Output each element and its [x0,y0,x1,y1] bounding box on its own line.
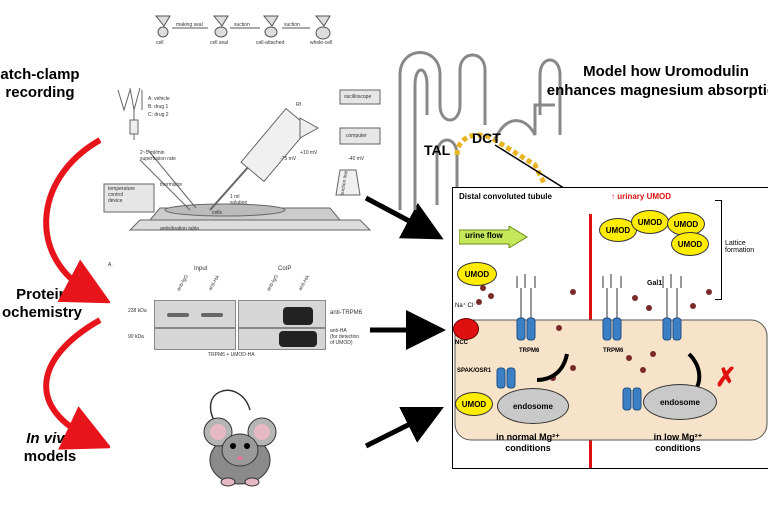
umod-label: UMOD [673,219,699,229]
umod-label: UMOD [637,217,663,227]
in-vivo-models: models [23,448,77,465]
umod-oval-left: UMOD [457,262,497,286]
urine-flow-label: urine flow [465,231,503,240]
label-dct: DCT [472,130,501,146]
mw-90: 90 kDa [128,334,144,340]
patch-clamp-label: atch-clamp recording [0,66,80,101]
lane-2: anti-HA [207,274,222,292]
arrow-patch-to-model [364,195,444,240]
voltage-1: +10 mV [300,150,318,156]
oscilloscope-label: oscilloscope [344,94,372,100]
normal-caption-line-1: in normal Mg²⁺ [496,432,560,442]
drug-a: A: vehicle [148,96,170,102]
step-cell-attached: cell-attached [256,40,285,46]
blot-coip-top [238,300,326,328]
antivibration-table: antivibration table [160,226,200,232]
blot-input-top [154,300,236,328]
ncc-label: NCC [455,340,468,346]
blot-footer: TRPM6 + UMOD-HA [208,352,255,358]
umod-label: UMOD [677,239,703,249]
computer-label: computer [346,133,367,139]
urinary-umod-label: ↑ urinary UMOD [611,192,672,201]
drug-c: C: drug 2 [148,112,169,118]
voltage-2: -75 mV [280,156,297,162]
label-anti-trpm6: anti-TRPM6 [330,310,363,316]
panel-letter: A. [108,262,113,268]
na-cl-label: Na⁺ Cl⁻ [455,303,477,309]
protein-biochemistry-label: Protein ochemistry [1,286,83,321]
rf-label: Rf [296,102,301,108]
trpm6-label-left: TRPM6 [519,348,540,354]
endosome-left: endosome [497,388,569,424]
curved-arrow-1 [43,137,110,304]
cells-label: cells [212,210,223,216]
temperature-device: temperature control device [108,186,135,204]
umod-label: UMOD [605,225,631,235]
solution-label: 1 ml solution [230,194,248,206]
perfusion-rate: 2~5 ml/min superfusion rate [140,150,176,162]
workflow-arrows [43,137,110,450]
lane-4: anti-HA [297,274,312,292]
umod-oval-right-4: UMOD [671,232,709,256]
normal-mg-caption: in normal Mg²⁺ conditions [473,432,583,454]
lattice-label: Lattice formation [725,240,755,254]
umod-oval-intracellular: UMOD [455,392,493,416]
model-title-line-2: enhances magnesium absorption [546,82,768,99]
low-caption-line-2: conditions [655,443,701,453]
coip-label: CoIP [278,266,292,272]
nephron-diagram [398,51,576,210]
umod-oval-right-2: UMOD [631,210,669,234]
patch-setup-diagram: A: vehicle B: drug 1 C: drug 2 2~5 ml/mi… [100,80,390,240]
lattice-bracket [715,200,722,300]
endosome-label-left: endosome [512,401,553,411]
trpm6-label-right: TRPM6 [603,348,624,354]
trpm6-channels: ✗ [476,274,737,411]
low-caption-line-1: in low Mg²⁺ [653,432,703,442]
voltage-3: -40 mV [348,156,365,162]
arrow-label-suction-1: suction [234,22,250,28]
gal1-label: Gal1 [647,280,663,287]
western-blot-panel: A. Input CoIP anti-IgG anti-HA anti-IgG … [108,262,378,362]
lane-3: anti-IgG [265,273,280,293]
lane-1: anti-IgG [175,273,190,293]
normal-caption-line-2: conditions [505,443,551,453]
umod-oval-right-1: UMOD [599,218,637,242]
black-arrows [364,195,446,449]
arrow-label-making-seal: making seal [176,22,203,28]
low-mg-caption: in low Mg²⁺ conditions [623,432,733,454]
model-title: Model how Uromodulin enhances magnesium … [546,62,768,100]
model-panel: Distal convoluted tubule ↑ urinary UMOD … [452,187,768,469]
step-whole-cell: whole-cell [310,40,333,46]
thermistor-label: thermistor [160,182,183,188]
panel-title: Distal convoluted tubule [459,192,552,201]
urine-flow-arrow [459,226,528,248]
arrow-label-suction-2: suction [284,22,300,28]
drug-b: B: drug 1 [148,104,169,110]
arrow-invivo-to-model [364,407,444,449]
mouse-illustration [203,389,277,487]
ncc-transporter [453,318,479,340]
svg-text:✗: ✗ [715,362,737,392]
endosome-right: endosome [643,384,717,420]
endosome-label-right: endosome [659,397,700,407]
step-cell: cell [156,40,164,46]
label-tal: TAL [424,142,451,158]
blot-input-bottom [154,328,236,350]
label-anti-ha: anti-HA (for detection of UMOD) [330,328,360,346]
input-label: Input [194,266,208,272]
step-cell-seal: cell seal [210,40,229,46]
patch-steps: cell cell seal cell-attached whole-cell … [150,8,350,48]
umod-label: UMOD [461,399,487,409]
curved-arrow-2 [43,317,110,450]
mw-238: 238 kDa [128,308,147,314]
model-title-line-1: Model how Uromodulin [583,63,749,80]
blot-coip-bottom [238,328,326,350]
umod-label: UMOD [464,269,490,279]
spak-label: SPAK/OSR1 [457,368,492,374]
